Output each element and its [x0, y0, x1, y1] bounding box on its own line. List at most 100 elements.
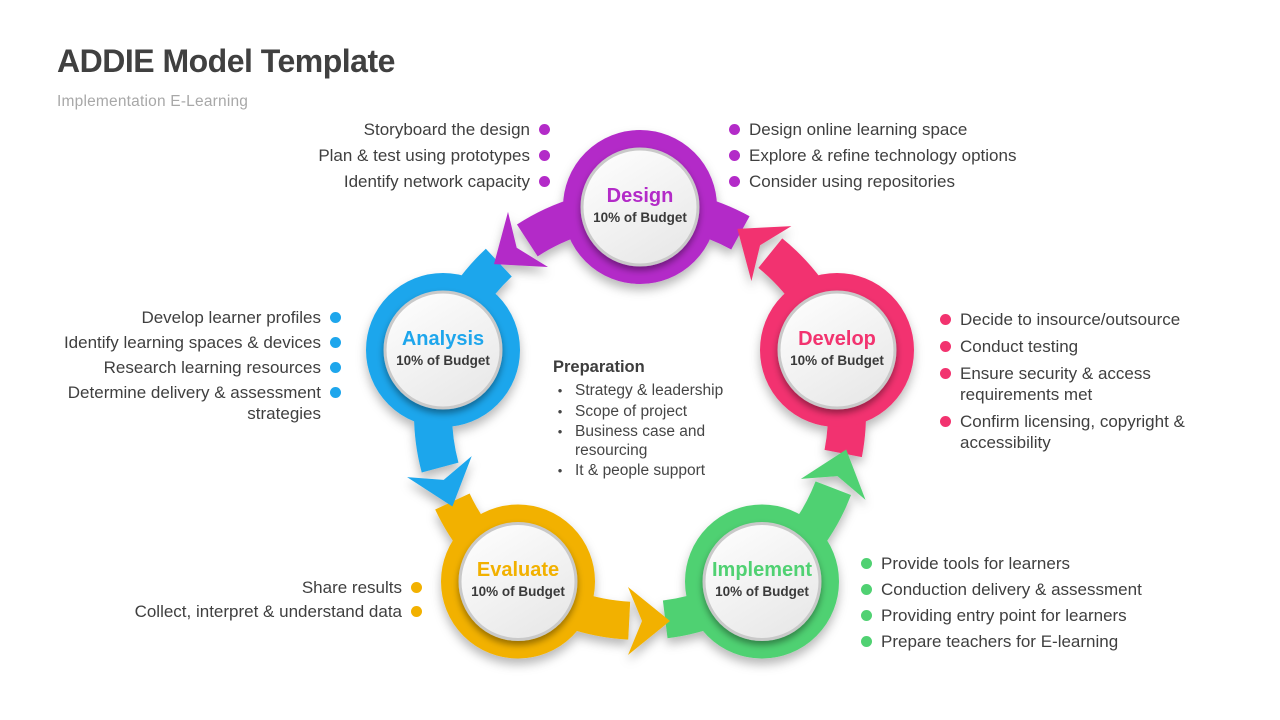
bullet-dot-icon: [940, 368, 951, 379]
node-design: Design 10% of Budget: [560, 185, 720, 228]
list-item-text: Provide tools for learners: [881, 554, 1070, 573]
preparation-item: • Strategy & leadership: [553, 382, 768, 401]
node-develop-label: Develop: [798, 328, 876, 350]
list-item: Decide to insource/outsource: [940, 309, 1210, 330]
design-inner-circle: [580, 147, 700, 267]
bullet-dot-icon: [729, 150, 740, 161]
list-item-text: Decide to insource/outsource: [960, 310, 1181, 329]
bullet-dot-icon: [940, 416, 951, 427]
node-analysis: Analysis 10% of Budget: [363, 328, 523, 371]
list-item: Plan & test using prototypes: [250, 145, 550, 166]
list-item-text: Conduction delivery & assessment: [881, 580, 1142, 599]
list-item-text: Conduct testing: [960, 337, 1079, 356]
node-analysis-label: Analysis: [401, 328, 485, 350]
preparation-note: Preparation • Strategy & leadership •Scope…: [553, 357, 768, 483]
list-item: Research learning resources: [1, 357, 341, 378]
implement-arrowhead-icon: [800, 449, 866, 500]
page-title: ADDIE Model Template: [57, 43, 395, 79]
list-item-text: Research learning resources: [103, 358, 321, 377]
list-item: Collect, interpret & understand data: [52, 601, 422, 622]
bullet-dot-icon: [539, 150, 550, 161]
bullet-dot-icon: [330, 362, 341, 373]
list-item-text: Consider using repositories: [749, 172, 955, 191]
bullet-dot-icon: •: [557, 424, 563, 439]
list-item-text: Collect, interpret & understand data: [134, 602, 402, 621]
list-item: Identify network capacity: [250, 171, 550, 192]
list-item-text: Identify learning spaces & devices: [63, 333, 321, 352]
bullet-dot-icon: •: [557, 403, 563, 419]
node-analysis-budget: 10% of Budget: [396, 353, 490, 368]
bullet-dot-icon: [729, 124, 740, 135]
preparation-item: •Scope of project: [553, 403, 768, 422]
list-item: Prepare teachers for E-learning: [861, 631, 1191, 652]
list-item: Conduct testing: [940, 336, 1210, 357]
implement-ring: [685, 504, 839, 659]
implement-inner-circle: [702, 522, 822, 641]
node-evaluate: Evaluate 10% of Budget: [438, 559, 598, 602]
evaluate-arrowhead-icon: [628, 587, 670, 655]
preparation-list: •Strategy & leadership•Scope of project•…: [553, 382, 768, 481]
preparation-heading: Preparation: [553, 358, 645, 376]
analysis-inner-circle: [383, 290, 503, 410]
list-item: Consider using repositories: [729, 171, 1069, 192]
develop-inner-circle: [777, 290, 897, 410]
list-item: Conduction delivery & assessment: [861, 579, 1191, 600]
preparation-item-text: Strategy & leadership: [575, 382, 724, 399]
bullet-dot-icon: [411, 582, 422, 593]
design-arrowhead-icon: [494, 211, 548, 267]
list-item-text: Confirm licensing, copyright &accessibil…: [960, 412, 1185, 452]
analysis-ring: [366, 273, 520, 427]
list-item: Storyboard the design: [250, 119, 550, 140]
node-implement: Implement 10% of Budget: [682, 559, 842, 602]
node-design-budget: 10% of Budget: [593, 210, 687, 225]
list-item-text: Design online learning space: [749, 120, 968, 139]
bullet-dot-icon: [330, 337, 341, 348]
evaluate-inner-circle: [458, 522, 578, 641]
bullet-dot-icon: [729, 176, 740, 187]
analysis-arrowhead-icon: [407, 456, 472, 507]
bullet-dot-icon: •: [557, 383, 563, 398]
node-evaluate-label: Evaluate: [476, 559, 560, 581]
list-item-text: Plan & test using prototypes: [318, 146, 530, 165]
node-implement-label: Implement: [711, 559, 813, 581]
list-item-text: Providing entry point for learners: [881, 606, 1127, 625]
bullet-dot-icon: [861, 584, 872, 595]
bullet-dot-icon: [330, 387, 341, 398]
list-item-text: Develop learner profiles: [141, 308, 321, 327]
bullet-dot-icon: [539, 124, 550, 135]
node-develop: Develop 10% of Budget: [757, 328, 917, 371]
list-item: Providing entry point for learners: [861, 605, 1191, 626]
bullet-dot-icon: [330, 312, 341, 323]
bullet-dot-icon: [861, 610, 872, 621]
node-implement-budget: 10% of Budget: [715, 584, 809, 599]
list-item-text: Prepare teachers for E-learning: [881, 632, 1119, 651]
list-item: Identify learning spaces & devices: [1, 332, 341, 353]
bullet-dot-icon: [861, 636, 872, 647]
list-item-text: Share results: [301, 578, 402, 597]
list-item-text: Identify network capacity: [343, 172, 530, 191]
bullet-dot-icon: [861, 558, 872, 569]
evaluate-ring: [441, 504, 595, 659]
list-item: Confirm licensing, copyright &accessibil…: [940, 411, 1210, 453]
node-evaluate-budget: 10% of Budget: [471, 584, 565, 599]
list-item-text: Explore & refine technology options: [749, 146, 1017, 165]
list-item: Share results: [52, 577, 422, 598]
node-develop-budget: 10% of Budget: [790, 353, 884, 368]
list-item: Explore & refine technology options: [729, 145, 1069, 166]
list-item-text: Storyboard the design: [363, 120, 530, 139]
bullet-dot-icon: [940, 341, 951, 352]
list-item: Provide tools for learners: [861, 553, 1191, 574]
node-design-label: Design: [606, 185, 674, 207]
develop-ring: [760, 273, 914, 427]
